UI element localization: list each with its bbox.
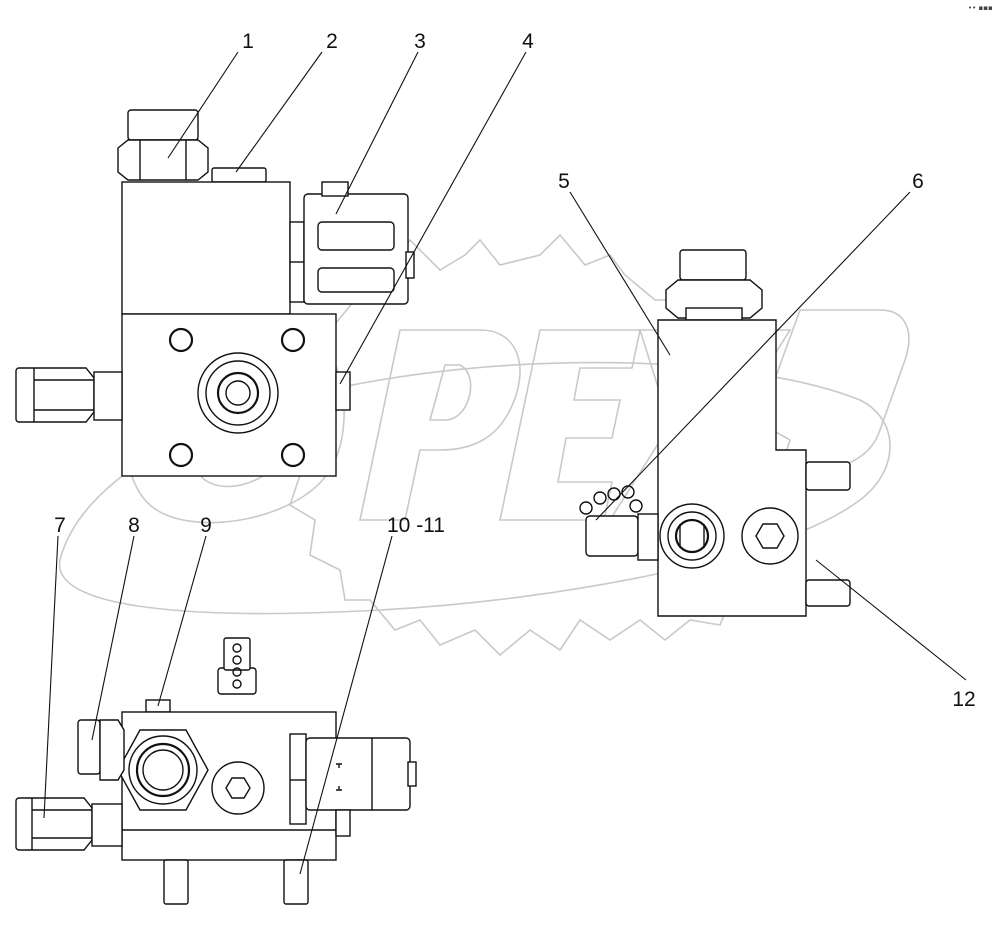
side-hex [289, 733, 307, 825]
callout-12: 12 [952, 688, 975, 711]
stud [283, 859, 309, 905]
bottom-left-hex [31, 797, 93, 851]
bolt-hole [168, 442, 194, 468]
upper-valve-block [121, 181, 291, 315]
bolt-hole [168, 327, 194, 353]
test-point-hex [637, 513, 659, 561]
solenoid-coil [305, 737, 411, 811]
side-top-cap [679, 249, 747, 281]
left-hex-nut [33, 367, 95, 423]
test-point [585, 515, 639, 557]
callouts: 1 2 3 4 5 6 7 8 9 10 -11 12 [54, 30, 976, 711]
callout-4: 4 [522, 30, 534, 53]
stud [805, 579, 851, 607]
port-plug [335, 371, 351, 411]
left-fitting-cap [15, 367, 37, 423]
main-port-inner [216, 371, 260, 415]
side-port-outer [659, 503, 725, 569]
hex-socket-plug [741, 507, 799, 565]
coil-connector [321, 181, 349, 197]
callout-6: 6 [912, 170, 924, 193]
leader-lines [43, 51, 967, 875]
stud [805, 461, 851, 491]
valve-view-top [15, 637, 417, 905]
callout-1: 1 [242, 30, 254, 53]
coil-button [407, 761, 417, 787]
valve-view-front [15, 109, 415, 477]
callout-10-11: 10 -11 [387, 514, 445, 537]
callout-7: 7 [54, 514, 66, 537]
hex-nut [117, 139, 209, 181]
plug-cap [211, 167, 267, 183]
watermark-swoosh [759, 309, 910, 471]
callout-8: 8 [128, 514, 140, 537]
callout-2: 2 [326, 30, 338, 53]
stud [163, 859, 189, 905]
port-plug [77, 719, 101, 775]
callout-3: 3 [414, 30, 426, 53]
corner-mark: •• ▪▪▪ [968, 4, 993, 12]
hex-socket-plug [211, 761, 265, 815]
side-valve-block [657, 319, 807, 617]
bolt-hole [280, 327, 306, 353]
bolt-hole [280, 442, 306, 468]
callout-9: 9 [200, 514, 212, 537]
large-hex-port [117, 729, 209, 811]
watermark-p [359, 329, 521, 521]
coil-button [405, 251, 415, 279]
callout-5: 5 [558, 170, 570, 193]
test-coupling [217, 667, 257, 695]
top-fitting-cap [127, 109, 199, 141]
left-adapter [93, 371, 123, 421]
valve-view-side [579, 249, 851, 617]
main-port-outer [197, 352, 279, 434]
